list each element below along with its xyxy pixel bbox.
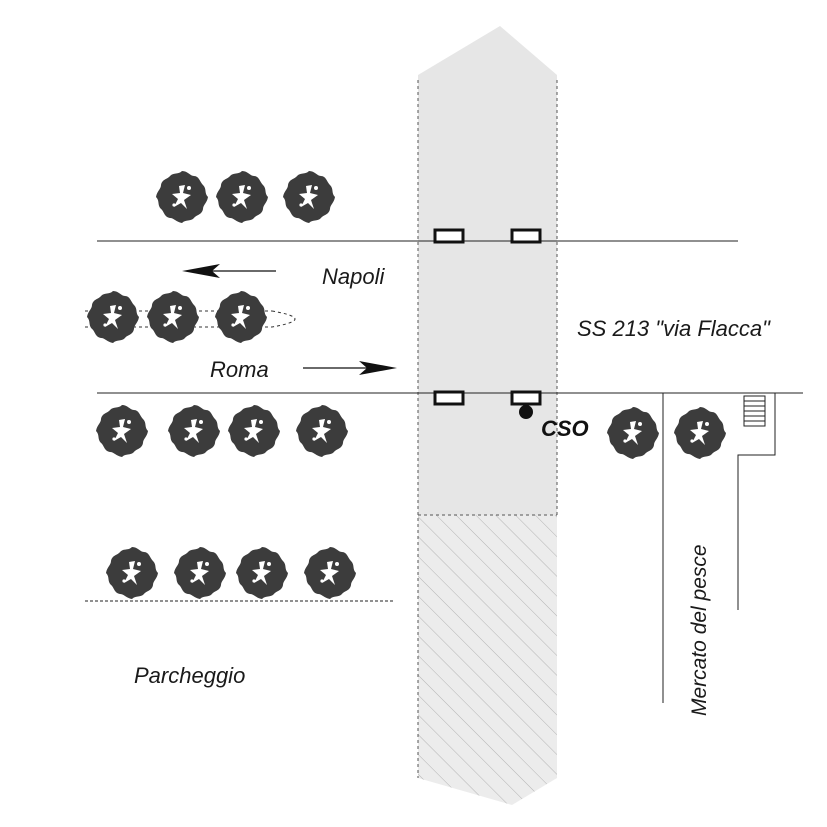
tree-icon [168, 405, 220, 457]
tree-icon [607, 407, 659, 459]
tree-icon [174, 547, 226, 599]
label-roma: Roma [210, 357, 269, 382]
tree-icon [96, 405, 148, 457]
tree-row-median [87, 291, 267, 343]
canal [417, 26, 558, 805]
tree-icon [283, 171, 335, 223]
label-parking: Parcheggio [134, 663, 245, 688]
tree-icon [304, 547, 356, 599]
culvert-icon [433, 390, 465, 406]
label-napoli: Napoli [322, 264, 385, 289]
tree-icon [106, 547, 158, 599]
label-cso: CSO [541, 416, 589, 441]
tree-icon [87, 291, 139, 343]
culvert-icon [510, 228, 542, 244]
tree-icon [147, 291, 199, 343]
tree-icon [215, 291, 267, 343]
label-road-name: SS 213 "via Flacca" [577, 316, 771, 341]
tree-icon [156, 171, 208, 223]
market-building-outline [662, 393, 776, 703]
label-fish-market: Mercato del pesce [688, 544, 711, 716]
tree-icon [296, 405, 348, 457]
tree-icon [228, 405, 280, 457]
culvert-icon [510, 390, 542, 406]
tree-icon [674, 407, 726, 459]
tree-row-south [96, 405, 726, 459]
tree-icon [236, 547, 288, 599]
tree-row-parking [106, 547, 356, 599]
stairs-icon [743, 395, 766, 427]
culvert-icon [433, 228, 465, 244]
tree-icon [216, 171, 268, 223]
arrow-left-icon [182, 264, 276, 278]
canal-upper-area [418, 26, 557, 515]
cso-outfall-icon [519, 405, 533, 419]
tree-row-north [156, 171, 335, 223]
canal-hatched-area [418, 515, 557, 805]
arrow-right-icon [303, 361, 397, 375]
